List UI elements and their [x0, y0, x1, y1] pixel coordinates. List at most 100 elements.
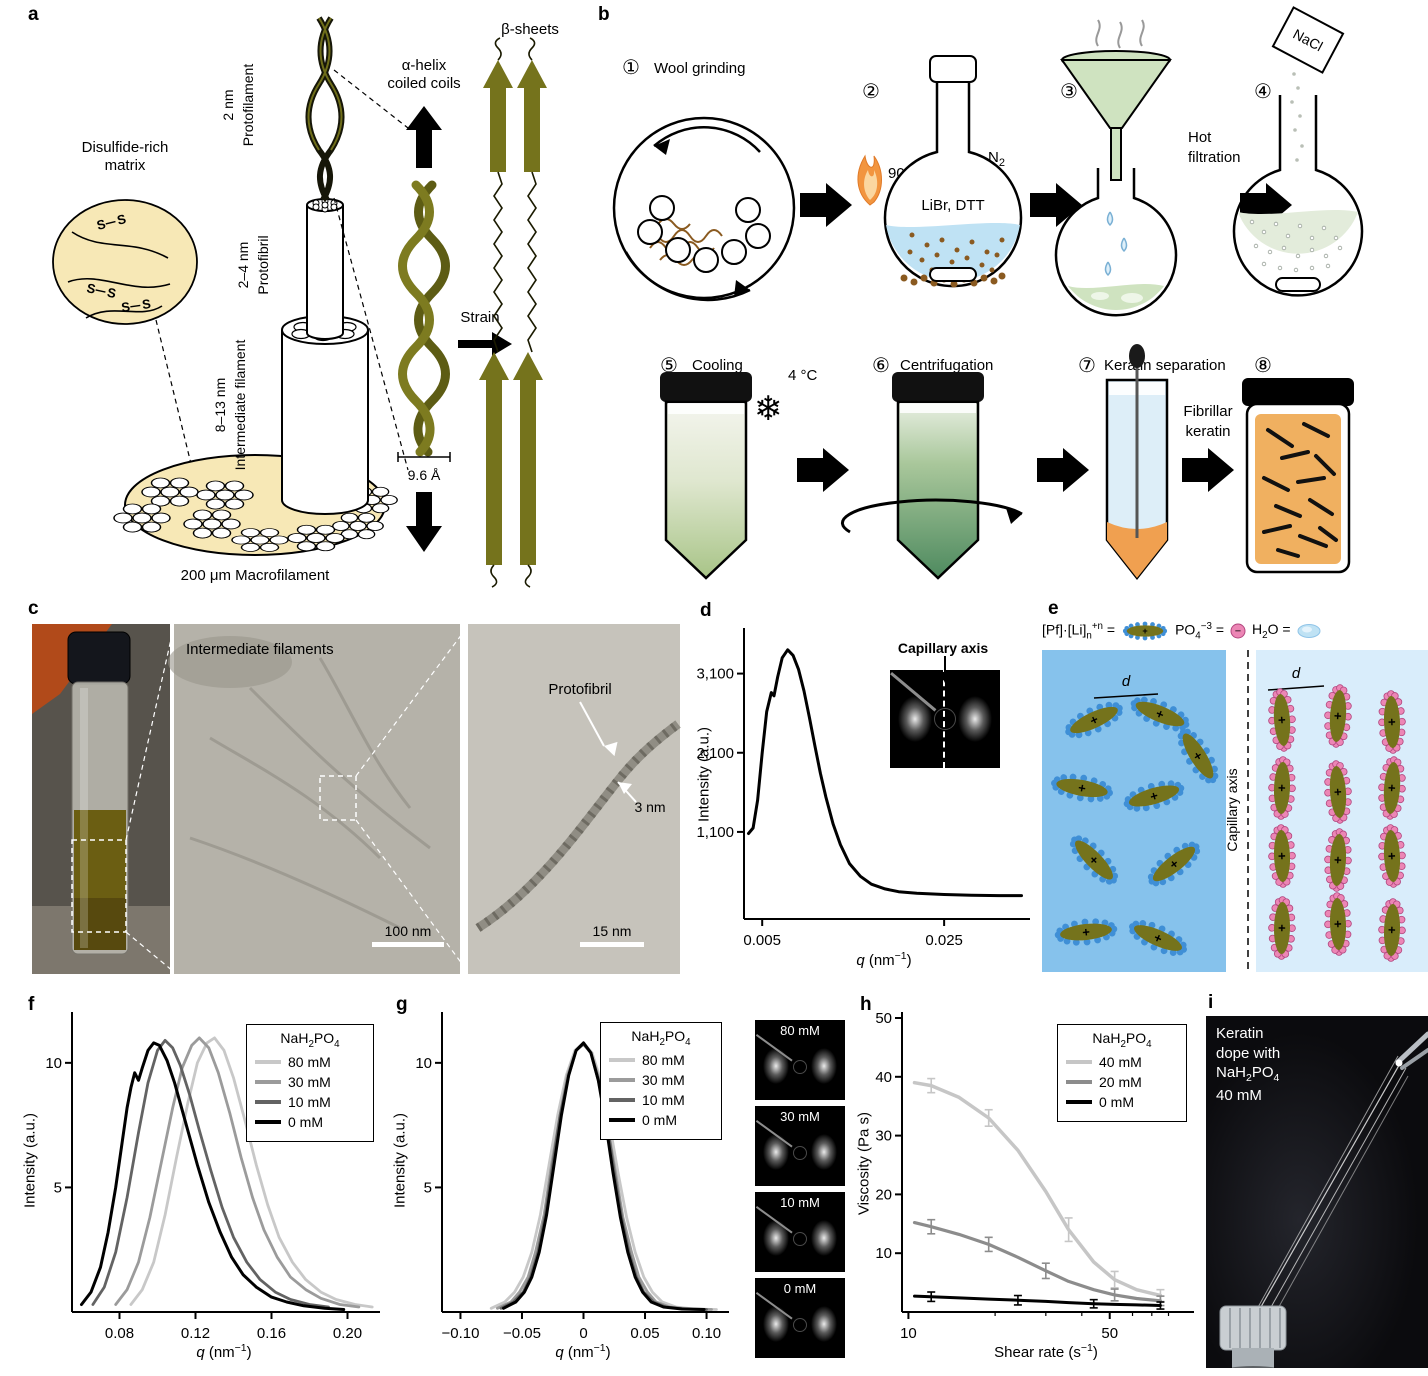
x-tick-label: 10	[900, 1325, 917, 1342]
capillary-axis-line	[943, 670, 945, 768]
tem1-filament-texture	[189, 657, 431, 930]
capillary-axis-rotated-label: Capillary axis	[1224, 768, 1240, 851]
jar-lid	[1242, 378, 1354, 406]
arrow-step6-7	[1037, 448, 1089, 492]
legend-item: 0 mM	[609, 1112, 713, 1128]
cap-base	[1232, 1348, 1274, 1368]
intermediate-name-label: Intermediate filament	[232, 340, 248, 471]
stir-bar-2	[1275, 277, 1321, 292]
series-10 mM	[91, 1039, 330, 1309]
flask-2-liquid	[886, 222, 1020, 282]
y-tick-label: 30	[875, 1128, 892, 1145]
tube-6-cap	[892, 372, 984, 402]
panel-g-label: g	[396, 994, 408, 1015]
keratin-fiber-1	[1257, 1059, 1403, 1313]
g-legend: NaH2PO4 80 mM 30 mM 10 mM 0 mM	[600, 1022, 722, 1140]
keratin-hierarchy-diagram: Disulfide-rich matrix S S S S S S	[52, 16, 559, 588]
legend-swatch	[609, 1097, 635, 1102]
keratin-layer	[1107, 522, 1167, 578]
protofibril-arrow	[579, 701, 605, 747]
legend-swatch	[255, 1119, 281, 1124]
disulfide-matrix-blob	[52, 199, 198, 325]
disulfide-bond-1: S S	[95, 211, 128, 233]
zoom-leader-3	[355, 625, 469, 777]
mill-rotation-arc-outer	[624, 251, 751, 302]
steam-lines	[1095, 19, 1145, 49]
protofilament-braid	[305, 16, 345, 202]
panel-c-micrographs: c Intermediate filaments 100 nm	[20, 598, 685, 976]
panel-e-label: e	[1048, 598, 1059, 619]
scattering-lobe-left	[763, 1134, 789, 1170]
protofibril-name-label: Protofibril	[255, 235, 271, 294]
fibrillar-keratin-label-1: Fibrillar	[1183, 403, 1232, 420]
h-legend-title: NaH2PO4	[1092, 1030, 1152, 1050]
d-y-axis-title: Intensity (a.u.)	[695, 726, 713, 823]
svg-text:S: S	[85, 280, 97, 297]
up-arrow	[406, 106, 442, 168]
filtrate-drops	[1104, 211, 1128, 277]
step-3-number: ③	[1060, 81, 1078, 103]
legend-item: 30 mM	[255, 1074, 365, 1090]
stir-bar	[929, 267, 977, 282]
f-legend: NaH2PO4 80 mM 30 mM 10 mM 0 mM	[246, 1024, 374, 1142]
d-spacing-label-left: d	[1122, 673, 1131, 690]
d-spacing-line-right	[1267, 685, 1325, 691]
cap-shadow	[1229, 1366, 1277, 1368]
legend-swatch	[609, 1077, 635, 1082]
svg-text:S: S	[115, 211, 127, 228]
protofibril-arrow-head	[604, 741, 618, 757]
beamstop	[793, 1232, 807, 1246]
mill-arrow-head-inner	[654, 139, 670, 155]
arrow-step5-6	[797, 448, 849, 492]
step-7-number: ⑦	[1078, 355, 1096, 377]
legend-swatch	[609, 1057, 635, 1062]
x-tick-label: 0.20	[333, 1325, 362, 1342]
series-0 mM	[913, 1294, 1162, 1307]
beta-sheet-arrows	[479, 37, 547, 588]
legend-swatch	[1066, 1059, 1092, 1064]
y-tick-label: 5	[54, 1179, 62, 1196]
caption-line-4: 40 mM	[1216, 1086, 1262, 1104]
disulfide-bond-2: S S	[85, 280, 117, 301]
series-keratin dope SAXS	[747, 648, 1023, 898]
panel-a-label: a	[28, 4, 39, 25]
step-8-number: ⑧	[1254, 355, 1272, 377]
tube-6	[896, 400, 980, 580]
zoom-leader-1	[125, 625, 175, 841]
svg-text:S: S	[141, 296, 152, 312]
tube-5-headspace	[668, 403, 744, 414]
step-1-label: Wool grinding	[654, 60, 745, 77]
x-tick-label: −0.05	[503, 1325, 541, 1342]
glass-highlight	[80, 688, 88, 948]
panel-c-label: c	[28, 598, 39, 619]
intermediate-size-label: 8–13 nm	[212, 378, 228, 432]
x-tick-label: 0.12	[181, 1325, 210, 1342]
step-6-number: ⑥	[872, 355, 890, 377]
matrix-label-1: Disulfide-rich	[82, 139, 169, 156]
inset-label: 80 mM	[780, 1023, 820, 1038]
legend-swatch	[255, 1099, 281, 1104]
pf-li-formula: [Pf]·[Li]n+n =	[1042, 620, 1116, 642]
pipette-bulb	[1129, 344, 1145, 368]
y-tick-label: 40	[875, 1069, 892, 1086]
tweezers-arm-1	[1395, 1031, 1428, 1065]
x-tick-label: 0	[579, 1325, 587, 1342]
d-x-axis-title: q (nm−1)	[856, 950, 912, 969]
keratin-dope-photo: Keratin dope with NaH2PO4 40 mM	[1206, 1016, 1428, 1368]
flask-4-liquid	[1238, 209, 1358, 254]
spacing-label: 9.6 Å	[408, 467, 441, 483]
water-icon	[1297, 624, 1321, 638]
tube-5-cap	[660, 372, 752, 402]
g-x-axis-title: q (nm−1)	[555, 1342, 611, 1361]
intermediate-filaments-label: Intermediate filaments	[186, 641, 334, 658]
zoom-box-tem1	[319, 775, 357, 821]
keratin-fibers	[1262, 422, 1338, 558]
y-tick-label: 10	[45, 1055, 62, 1072]
beamstop	[793, 1060, 807, 1074]
filtrate-pool	[1068, 283, 1164, 311]
step-5-number: ⑤	[660, 355, 678, 377]
strain-arrow	[458, 332, 512, 356]
